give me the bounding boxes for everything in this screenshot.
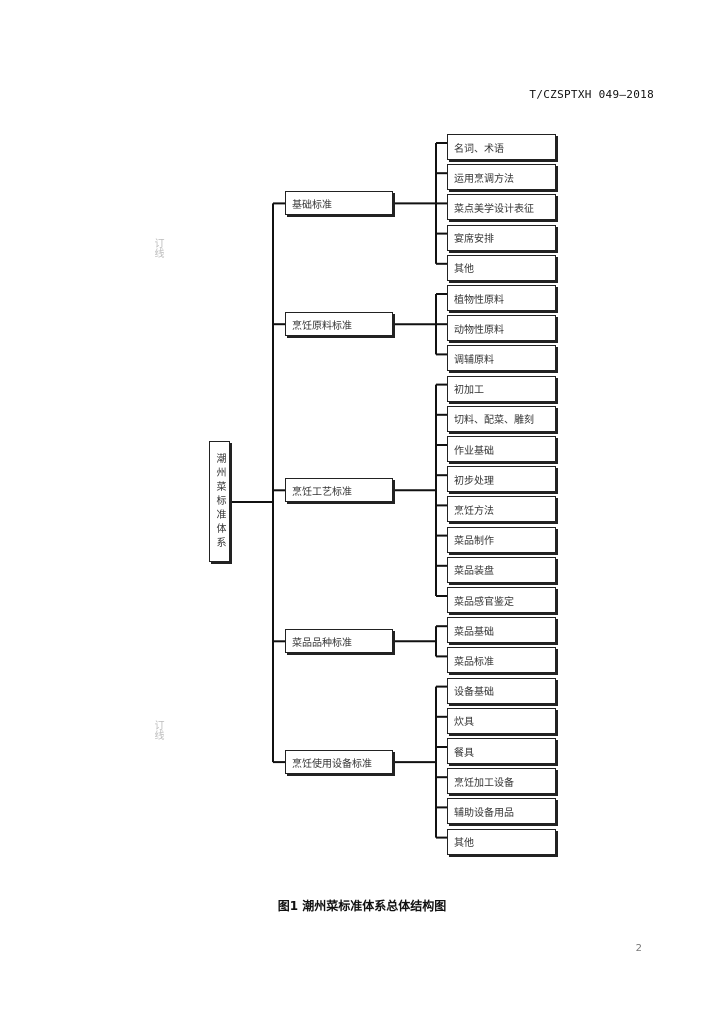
leaf-node: 其他: [447, 254, 556, 281]
leaf-node: 菜品制作: [447, 526, 556, 553]
leaf-node: 烹饪加工设备: [447, 768, 556, 795]
leaf-node: 菜品基础: [447, 617, 556, 644]
leaf-node: 菜品装盘: [447, 556, 556, 583]
leaf-node: 切料、配菜、雕刻: [447, 405, 556, 432]
leaf-node: 菜点美学设计表征: [447, 194, 556, 221]
leaf-node: 初加工: [447, 375, 556, 402]
leaf-node: 植物性原料: [447, 285, 556, 311]
document-code: T/CZSPTXH 049—2018: [529, 88, 654, 101]
leaf-node: 初步处理: [447, 466, 556, 493]
leaf-node: 调辅原料: [447, 345, 556, 372]
leaf-node: 菜品标准: [447, 647, 556, 674]
leaf-node: 宴席安排: [447, 224, 556, 251]
group-node: 基础标准: [285, 191, 393, 216]
group-node: 烹饪工艺标准: [285, 478, 393, 503]
leaf-node: 餐具: [447, 738, 556, 764]
leaf-node: 作业基础: [447, 436, 556, 462]
leaf-node: 炊具: [447, 707, 556, 734]
leaf-node: 名词、术语: [447, 134, 556, 160]
group-node: 烹饪原料标准: [285, 312, 393, 337]
figure-caption: 图1 潮州菜标准体系总体结构图: [277, 899, 447, 913]
leaf-node: 运用烹调方法: [447, 164, 556, 191]
binding-margin-mark: 订线: [152, 720, 163, 740]
leaf-node: 其他: [447, 828, 556, 855]
group-node: 菜品品种标准: [285, 629, 393, 654]
leaf-node: 设备基础: [447, 677, 556, 704]
page-number: 2: [635, 943, 642, 954]
binding-margin-mark: 订线: [152, 238, 163, 258]
leaf-node: 菜品感官鉴定: [447, 587, 556, 613]
leaf-node: 烹饪方法: [447, 496, 556, 523]
leaf-node: 辅助设备用品: [447, 798, 556, 825]
group-node: 烹饪使用设备标准: [285, 750, 393, 775]
leaf-node: 动物性原料: [447, 315, 556, 342]
root-node: 潮州菜标准体系: [209, 441, 230, 562]
